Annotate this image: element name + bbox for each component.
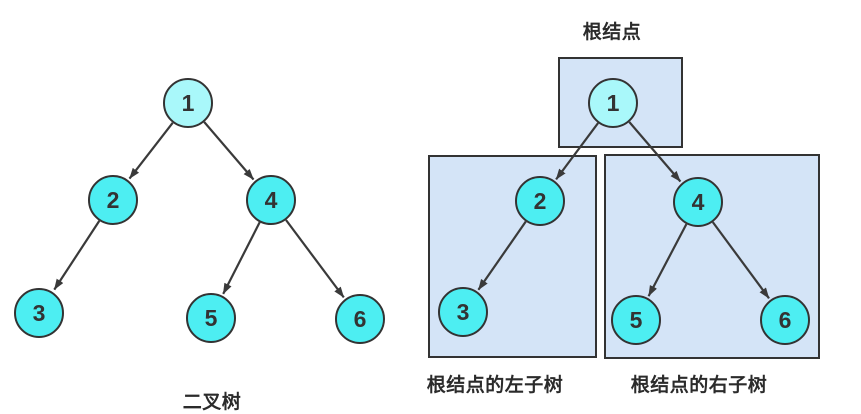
root-node-label: 根结点 — [582, 22, 642, 43]
right-tree-node-2: 2 — [515, 176, 565, 226]
right-tree-node-6: 6 — [760, 295, 810, 345]
edge-left-4-5 — [222, 221, 261, 295]
left-subtree-label: 根结点的左子树 — [426, 375, 564, 396]
edge-left-2-3 — [53, 220, 101, 291]
edge-left-1-2 — [128, 122, 174, 180]
right-tree-node-1: 1 — [588, 78, 638, 128]
left-tree-node-6: 6 — [335, 294, 385, 344]
left-tree-node-3: 3 — [14, 288, 64, 338]
edge-left-4-6 — [285, 219, 345, 299]
right-subtree-label: 根结点的右子树 — [630, 375, 768, 396]
left-tree-node-4: 4 — [246, 175, 296, 225]
edge-left-1-4 — [203, 121, 255, 181]
right-tree-node-4: 4 — [673, 177, 723, 227]
right-tree-node-3: 3 — [438, 287, 488, 337]
left-diagram-caption: 二叉树 — [182, 392, 242, 413]
right-tree-node-5: 5 — [611, 295, 661, 345]
left-tree-node-1: 1 — [163, 78, 213, 128]
left-tree-node-5: 5 — [186, 293, 236, 343]
left-tree-node-2: 2 — [88, 175, 138, 225]
